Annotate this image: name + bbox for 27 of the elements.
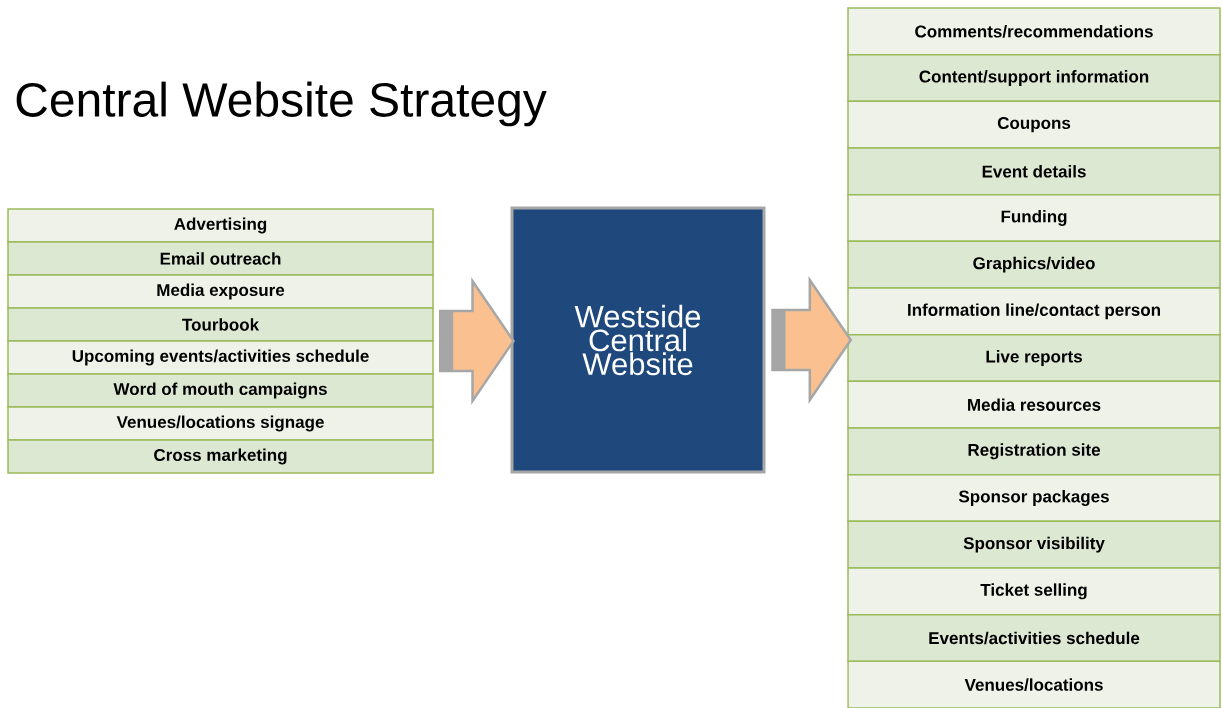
table-row: Word of mouth campaigns — [7, 373, 434, 408]
table-row: Comments/recommendations — [847, 7, 1221, 56]
table-row: Email outreach — [7, 241, 434, 276]
table-row: Sponsor packages — [847, 473, 1221, 523]
table-row: Events/activities schedule — [847, 613, 1221, 663]
table-row: Graphics/video — [847, 240, 1221, 289]
table-row: Live reports — [847, 333, 1221, 383]
table-row: Information line/contact person — [847, 287, 1221, 336]
table-row: Tourbook — [7, 307, 434, 342]
table-row: Content/support information — [847, 53, 1221, 103]
title: Central Website Strategy — [16, 81, 547, 127]
table-row: Advertising — [7, 208, 434, 243]
block-arrow — [438, 276, 516, 406]
table-row: Registration site — [847, 427, 1221, 476]
table-row: Media resources — [847, 380, 1221, 429]
table-row: Coupons — [847, 100, 1221, 149]
table-row: Venues/locations — [847, 660, 1221, 708]
table-row: Cross marketing — [7, 439, 434, 474]
table-row: Event details — [847, 147, 1221, 196]
table-row: Media exposure — [7, 274, 434, 309]
table-row: Sponsor visibility — [847, 520, 1221, 569]
table-row: Upcoming events/activities schedule — [7, 340, 434, 375]
table-row: Venues/locations signage — [7, 406, 434, 441]
table-row: Ticket selling — [847, 567, 1221, 616]
website-box: Westside Central Website — [510, 206, 766, 474]
block-arrow — [771, 275, 853, 405]
table-row: Funding — [847, 193, 1221, 243]
